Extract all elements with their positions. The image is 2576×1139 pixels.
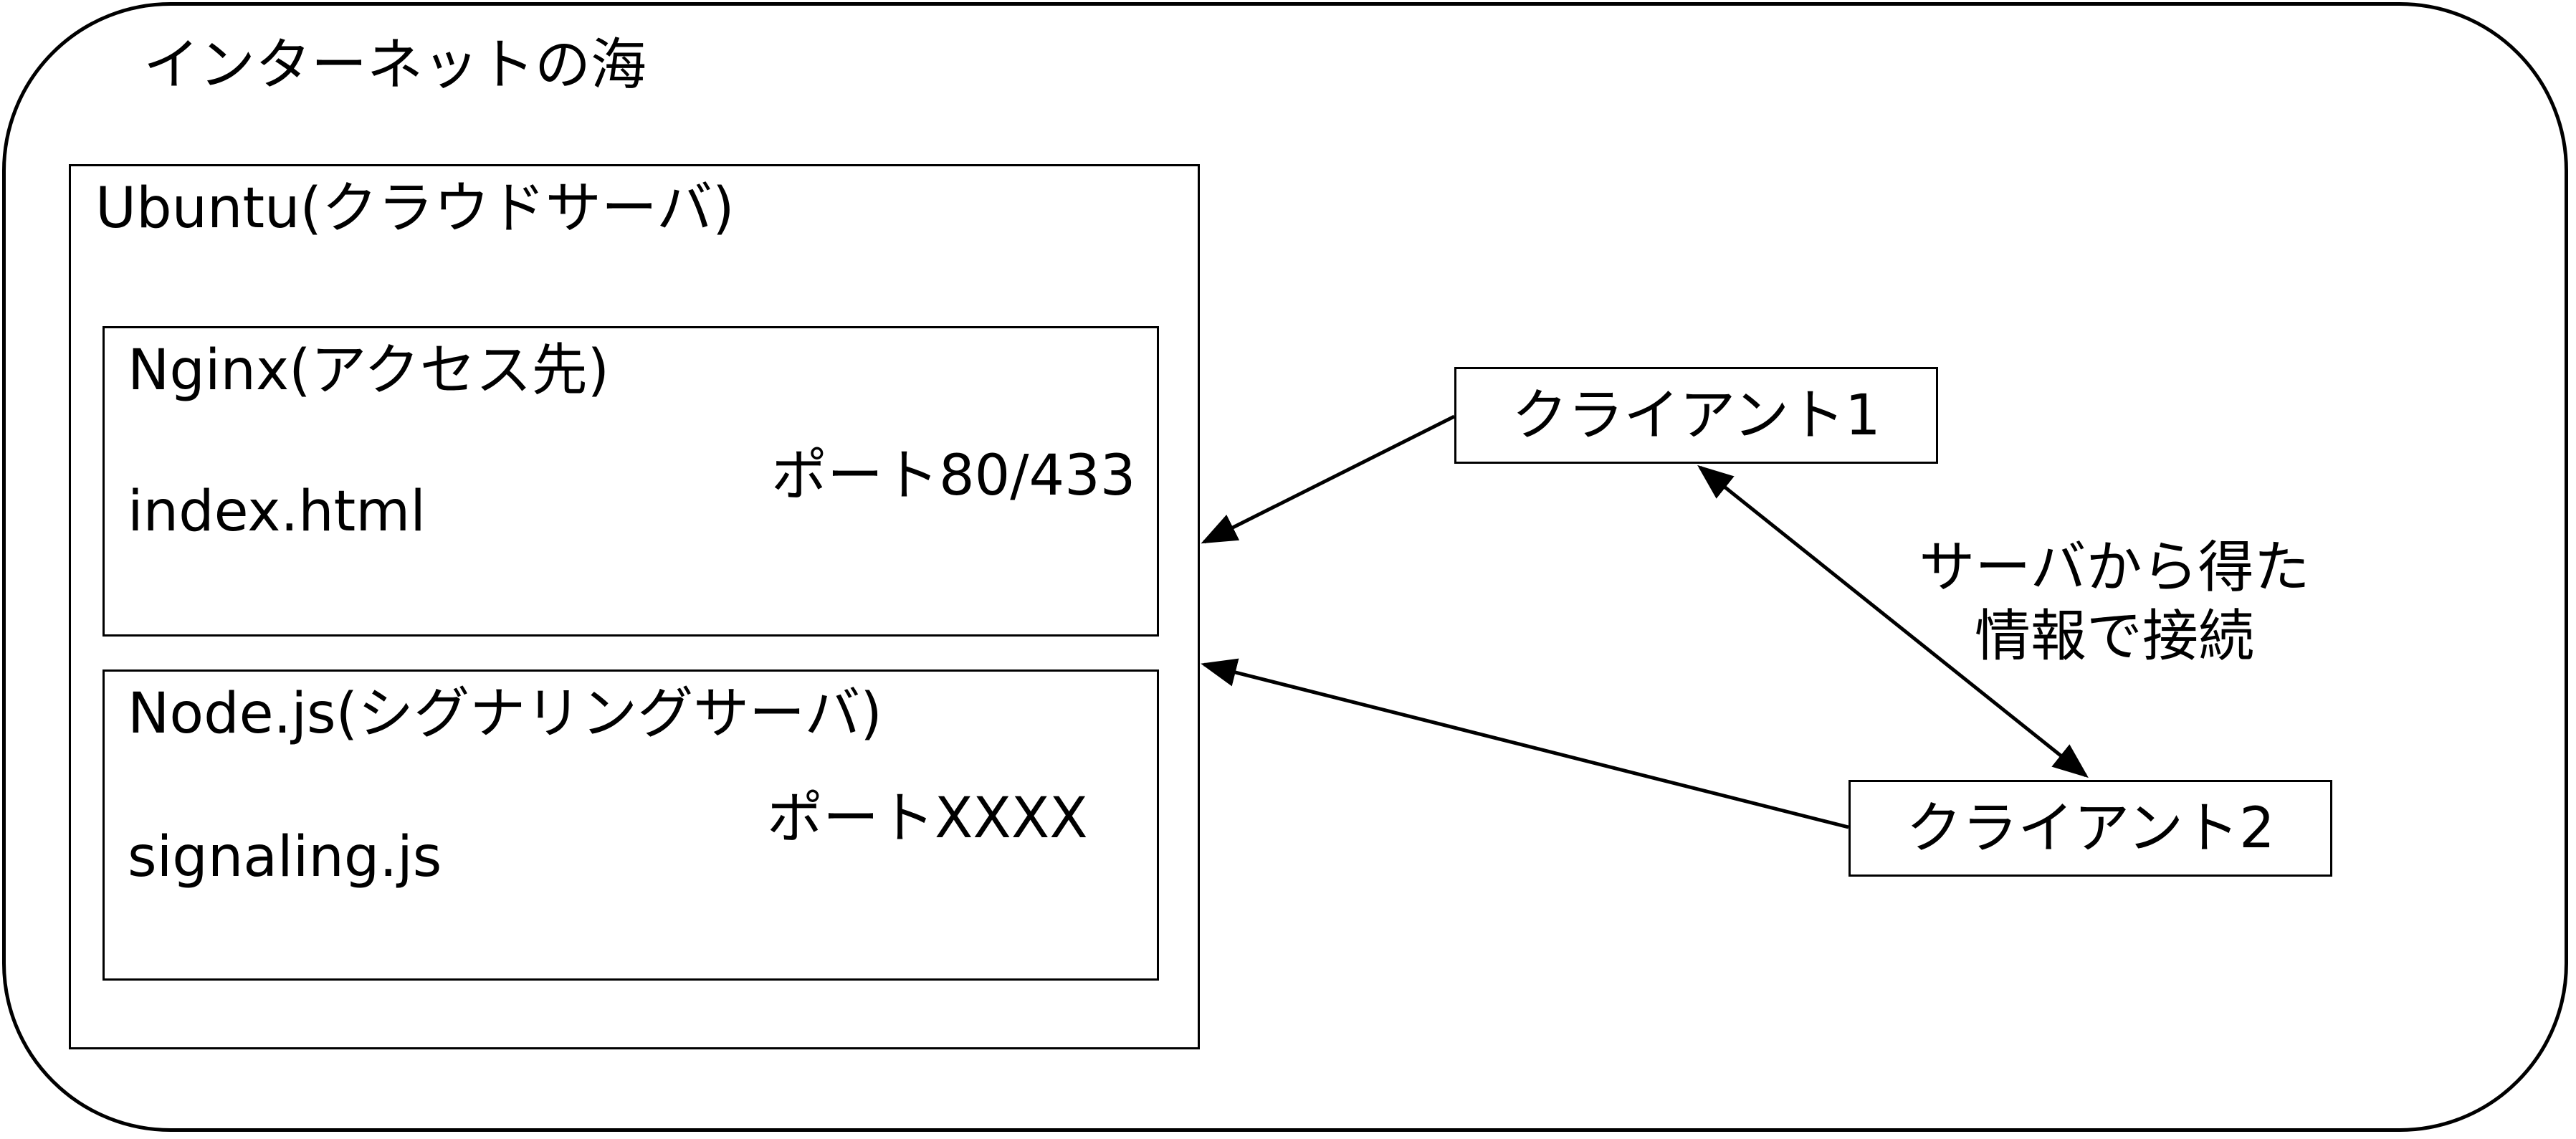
client1-client2-peer-arrow (1697, 464, 2089, 778)
client-2-box: クライアント2 (1848, 780, 2332, 877)
client-1-label: クライアント1 (1512, 383, 1881, 448)
nodejs-file-label: signaling.js (128, 825, 442, 890)
nginx-file-label: index.html (128, 480, 426, 544)
ubuntu-server-label: Ubuntu(クラウドサーバ) (95, 176, 735, 241)
nginx-box (102, 326, 1159, 637)
nginx-label: Nginx(アクセス先) (128, 338, 610, 403)
client2-to-nodejs-arrow (1201, 658, 1849, 829)
nodejs-label: Node.js(シグナリングサーバ) (128, 682, 882, 746)
nginx-port-label: ポート80/433 (771, 444, 1136, 508)
sea-title: インターネットの海 (143, 33, 647, 97)
client-1-box: クライアント1 (1454, 367, 1938, 464)
client-2-label: クライアント2 (1906, 796, 2275, 861)
nodejs-box (102, 669, 1159, 981)
nodejs-port-label: ポートXXXX (767, 786, 1088, 851)
client1-to-nginx-arrow (1201, 414, 1456, 544)
